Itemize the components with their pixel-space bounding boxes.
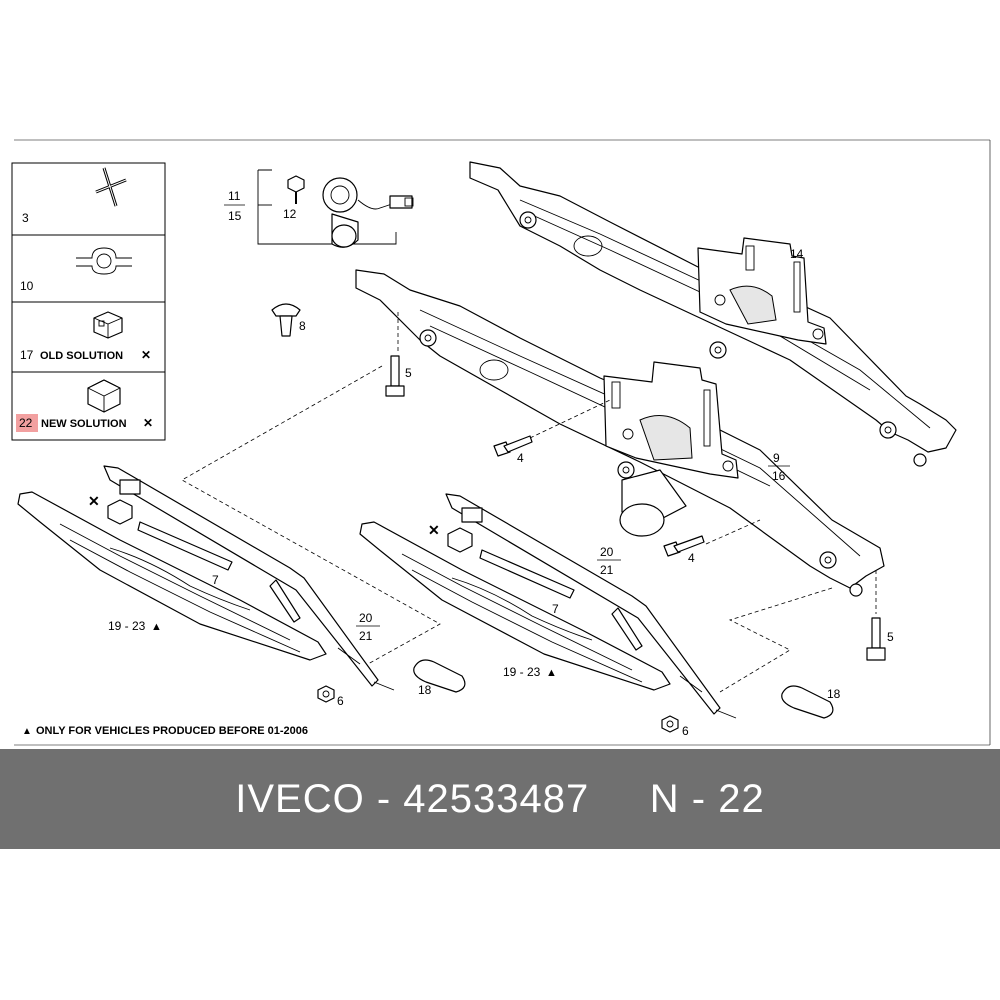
label-5-lower: 5: [887, 630, 894, 644]
wiper-blade-right: [359, 521, 671, 691]
wiper-motor-icon: [322, 177, 414, 248]
pivot-icon: [419, 329, 863, 597]
label-7-right: 7: [552, 602, 559, 616]
motor-callout: 11 15 12: [224, 169, 414, 248]
triangle-mark-left: ▲: [151, 621, 162, 633]
cross-mark-left: ✕: [88, 493, 100, 509]
nut-12-icon: [287, 175, 305, 204]
label-21-left: 21: [359, 629, 373, 643]
triangle-mark-right: ▲: [546, 667, 557, 679]
label-11: 11: [228, 189, 241, 203]
washer-6-icon-2: [661, 715, 679, 733]
part-number-banner: IVECO - 42533487 N - 22: [0, 749, 1000, 849]
clip-cross-icon: [95, 167, 127, 207]
legend-num-17: 17: [20, 348, 34, 362]
label-4-right: 4: [688, 551, 695, 565]
rivet-8-icon: [271, 303, 301, 337]
clip-omega-icon: [76, 247, 132, 275]
label-20-left: 20: [359, 611, 373, 625]
label-19-23-right: 19 - 23: [503, 665, 541, 679]
wiper-blade-left: [17, 491, 327, 661]
bolt-4-icon: [493, 435, 533, 457]
label-21-right: 21: [600, 563, 614, 577]
connector-icon: [107, 499, 133, 525]
cap-18-icon-2: [781, 685, 834, 719]
diagram-frame: [14, 139, 991, 746]
footnote-text: ONLY FOR VEHICLES PRODUCED BEFORE 01-200…: [36, 725, 308, 737]
legend-num-3: 3: [22, 211, 29, 225]
bolt-4-icon-2: [663, 535, 705, 557]
label-7-left: 7: [212, 573, 219, 587]
label-6-left: 6: [337, 694, 344, 708]
wiper-arm-left: [103, 465, 395, 691]
footnote-triangle: ▲: [22, 726, 32, 737]
new-connector-icon: [87, 379, 121, 413]
leader-lines: [181, 312, 877, 693]
legend-num-10: 10: [20, 279, 34, 293]
legend-mark-old: ✕: [141, 348, 151, 362]
pivot-icon: [519, 211, 927, 467]
legend-text-old-solution: OLD SOLUTION: [40, 350, 123, 362]
connector-icon-2: [447, 527, 473, 553]
part-number-text: IVECO - 42533487 N - 22: [235, 776, 765, 821]
label-5-upper: 5: [405, 366, 412, 380]
label-8: 8: [299, 319, 306, 333]
label-6-right: 6: [682, 724, 689, 738]
label-18-left: 18: [418, 683, 432, 697]
cross-mark-right: ✕: [428, 522, 440, 538]
bolt-5-icon: [385, 355, 405, 397]
legend-table: 3 10 17 OLD SOLUTION ✕ 22 NEW SOLUTION ✕: [11, 162, 166, 441]
wiper-arm-right: [445, 493, 737, 719]
label-18-right: 18: [827, 687, 841, 701]
legend-num-22: 22: [19, 416, 33, 430]
bolt-5-icon-2: [866, 617, 886, 661]
label-20-right: 20: [600, 545, 614, 559]
label-12: 12: [283, 207, 297, 221]
legend-highlight: [16, 414, 38, 432]
label-14: 14: [790, 247, 804, 261]
cap-18-icon: [413, 659, 466, 693]
label-16: 16: [772, 469, 786, 483]
legend-mark-new: ✕: [143, 416, 153, 430]
washer-6-icon: [317, 685, 335, 703]
label-9: 9: [773, 451, 780, 465]
legend-text-new-solution: NEW SOLUTION: [41, 418, 127, 430]
label-15: 15: [228, 209, 242, 223]
lower-linkage: [355, 269, 885, 597]
upper-linkage: [469, 161, 957, 467]
label-4-left: 4: [517, 451, 524, 465]
old-connector-icon: [93, 311, 123, 339]
label-19-23-left: 19 - 23: [108, 619, 146, 633]
lower-motor-icon: [619, 469, 687, 537]
